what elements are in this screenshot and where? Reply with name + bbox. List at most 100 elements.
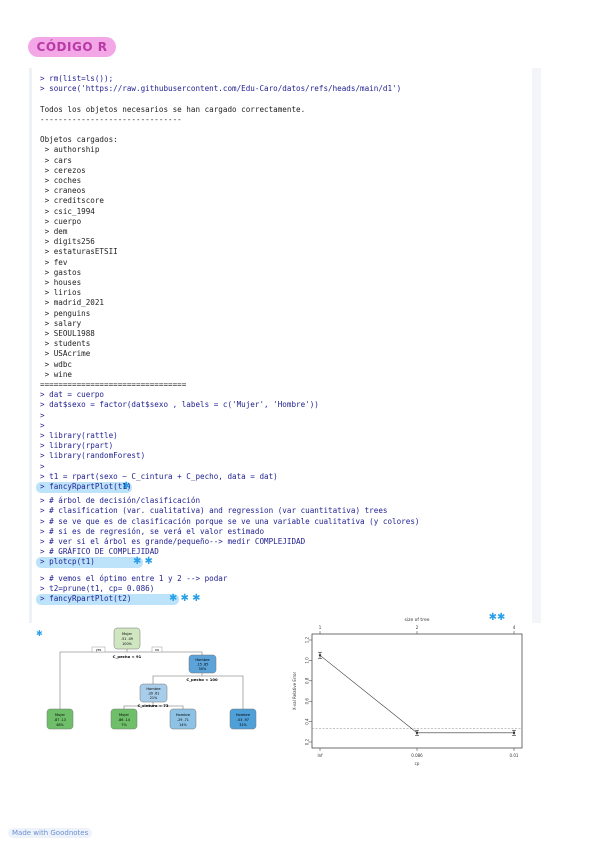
split-label-2: C_pecho < 100: [186, 677, 218, 682]
console-output-line: > estaturasETSII: [40, 247, 118, 257]
console-command-line: > # si es de regresión, se verá el valor…: [40, 526, 265, 536]
console-output-line: > csic_1994: [40, 206, 95, 216]
tree-leaf-pct: 31%: [239, 723, 247, 727]
tree-leaf-pct: 7%: [121, 723, 127, 727]
y-axis-tick-label: 0.8: [305, 677, 310, 684]
tree-leaf-label: Mujer: [119, 713, 130, 717]
console-output-line: > lirios: [40, 288, 82, 298]
console-command-line: > # GRÁFICO DE COMPLEJIDAD: [40, 547, 159, 557]
top-axis-tick-label: 4: [513, 625, 516, 630]
tree-node-mid-vals: .39 .61: [148, 692, 160, 696]
data-point: [415, 731, 419, 735]
data-point: [512, 731, 516, 735]
tree-leaf-pct: 14%: [179, 723, 187, 727]
tree-leaf-label: Mujer: [55, 713, 66, 717]
tree-node-root-vals: .51 .49: [121, 637, 133, 641]
y-axis-tick-label: 1.2: [305, 636, 310, 643]
console-output-line: > cars: [40, 155, 73, 165]
series-line: [319, 655, 514, 734]
console-output-line: > fev: [40, 257, 68, 267]
console-output-line: > cuerpo: [40, 216, 82, 226]
console-command-line: > # árbol de decisión/clasificación: [40, 496, 201, 506]
top-axis-tick-label: 2: [416, 625, 419, 630]
tree-leaf-vals: .87 .13: [54, 718, 66, 722]
console-command-line: > # se ve que es de clasificación porque…: [40, 516, 420, 526]
scribble-mark: ✱ ✱: [133, 556, 153, 568]
console-output-line: > dem: [40, 227, 68, 236]
console-command-line: > t1 = rpart(sexo ~ C_cintura + C_pecho,…: [40, 471, 278, 481]
goodnotes-badge: Made with Goodnotes: [8, 828, 93, 838]
top-axis-tick-label: 1: [319, 625, 322, 630]
console-command-line: > # clasification (var. cualitativa) and…: [40, 506, 388, 516]
split-label-1: C_pecho < 91: [113, 654, 142, 659]
console-command-line: > library(rattle): [40, 431, 118, 440]
console-command-line: > dat = cuerpo: [40, 390, 105, 400]
split-no-label: no: [155, 648, 159, 652]
tree-leaf-vals: .29 .71: [177, 718, 189, 722]
tree-leaf-vals: .86 .14: [118, 718, 130, 722]
console-output-line: > students: [40, 339, 91, 349]
console-command-line: > fancyRpartPlot(t1): [40, 482, 132, 491]
tree-node-right-label: Hombre: [195, 658, 210, 662]
tree-leaf: [110, 708, 138, 730]
highlight-marker: [36, 556, 143, 568]
tree-leaf-label: Hombre: [236, 713, 251, 717]
tree-node-root-pct: 100%: [122, 642, 132, 646]
console-output-line: > wine: [40, 369, 73, 379]
chart-title: size of tree: [405, 617, 430, 623]
console-command-line: > library(rpart): [40, 441, 114, 451]
r-console: ✱ ✱ ✱ ✱ ✱ ✱ > rm(list=ls());> source('http…: [29, 68, 544, 623]
console-command-line: > library(randomForest): [40, 451, 146, 461]
tree-leaf: [46, 708, 74, 730]
x-axis-tick-label: 0.01: [510, 753, 519, 758]
scribble-mark: ✱ ✱ ✱: [169, 593, 201, 604]
tree-leaf: [229, 708, 257, 730]
console-output-line: > madrid_2021: [40, 298, 105, 308]
tree-leaf: [169, 708, 197, 730]
console-output-line: > houses: [40, 278, 82, 287]
tree-node-root: [113, 627, 141, 650]
x-axis-tick-label: Inf: [317, 753, 323, 758]
decision-tree-plot: ✱ Mujer .51 .49 100% yes no C_pecho < 91…: [36, 627, 257, 730]
tree-leaf-vals: .03 .97: [237, 718, 249, 722]
console-output-line: > salary: [40, 318, 82, 328]
console-command-line: > # ver si el árbol es grande/pequeño-->…: [40, 537, 306, 546]
tree-leaf-label: Hombre: [176, 713, 191, 717]
y-axis-tick-label: 0.6: [305, 698, 310, 705]
console-output-line: > authorship: [40, 145, 100, 155]
console-output-line: > craneos: [40, 186, 86, 196]
console-output-line: -------------------------------: [40, 114, 182, 124]
tree-node-right: [188, 654, 217, 674]
console-output-line: > cerezos: [40, 165, 86, 175]
console-output-line: > digits256: [40, 237, 95, 247]
console-command-line: >: [40, 410, 45, 420]
highlight-marker: [36, 593, 179, 605]
console-command-line: > rm(list=ls());: [40, 74, 114, 83]
console-command-line: > plotcp(t1): [40, 557, 95, 567]
tree-node-right-vals: .15 .85: [197, 663, 209, 667]
split-yes-label: yes: [96, 648, 102, 652]
console-scrollbar[interactable]: [532, 68, 541, 623]
x-axis-label: cp: [415, 761, 420, 766]
scribble-mark: ✱: [36, 629, 43, 638]
console-output-line: ================================: [40, 380, 187, 389]
console-command-line: > t2=prune(t1, cp= 0.086): [40, 583, 155, 593]
console-output-line: > gastos: [40, 267, 82, 277]
scribble-mark: ✱: [122, 481, 131, 492]
split-label-3: C_cintura < 73: [137, 703, 168, 708]
y-axis-tick-label: 0.4: [305, 718, 310, 725]
console-output-line: Objetos cargados:: [40, 135, 118, 145]
console-command-line: > fancyRpartPlot(t2): [40, 594, 132, 603]
console-output-line: > SEOUL1988: [40, 329, 95, 338]
data-point: [318, 654, 322, 657]
y-axis-tick-label: 1.0: [305, 657, 310, 664]
console-output-line: Todos los objetos necesarios se han carg…: [40, 104, 306, 114]
tree-leaf-pct: 48%: [56, 723, 64, 727]
console-command-line: > # vemos el óptimo entre 1 y 2 --> poda…: [40, 573, 228, 583]
console-command-line: > source('https://raw.githubusercontent.…: [40, 84, 402, 94]
page-title: CÓDIGO R: [28, 37, 116, 57]
tree-node-mid: [139, 683, 168, 703]
x-axis-tick-label: 0.086: [411, 753, 423, 758]
console-output-line: > penguins: [40, 308, 91, 318]
